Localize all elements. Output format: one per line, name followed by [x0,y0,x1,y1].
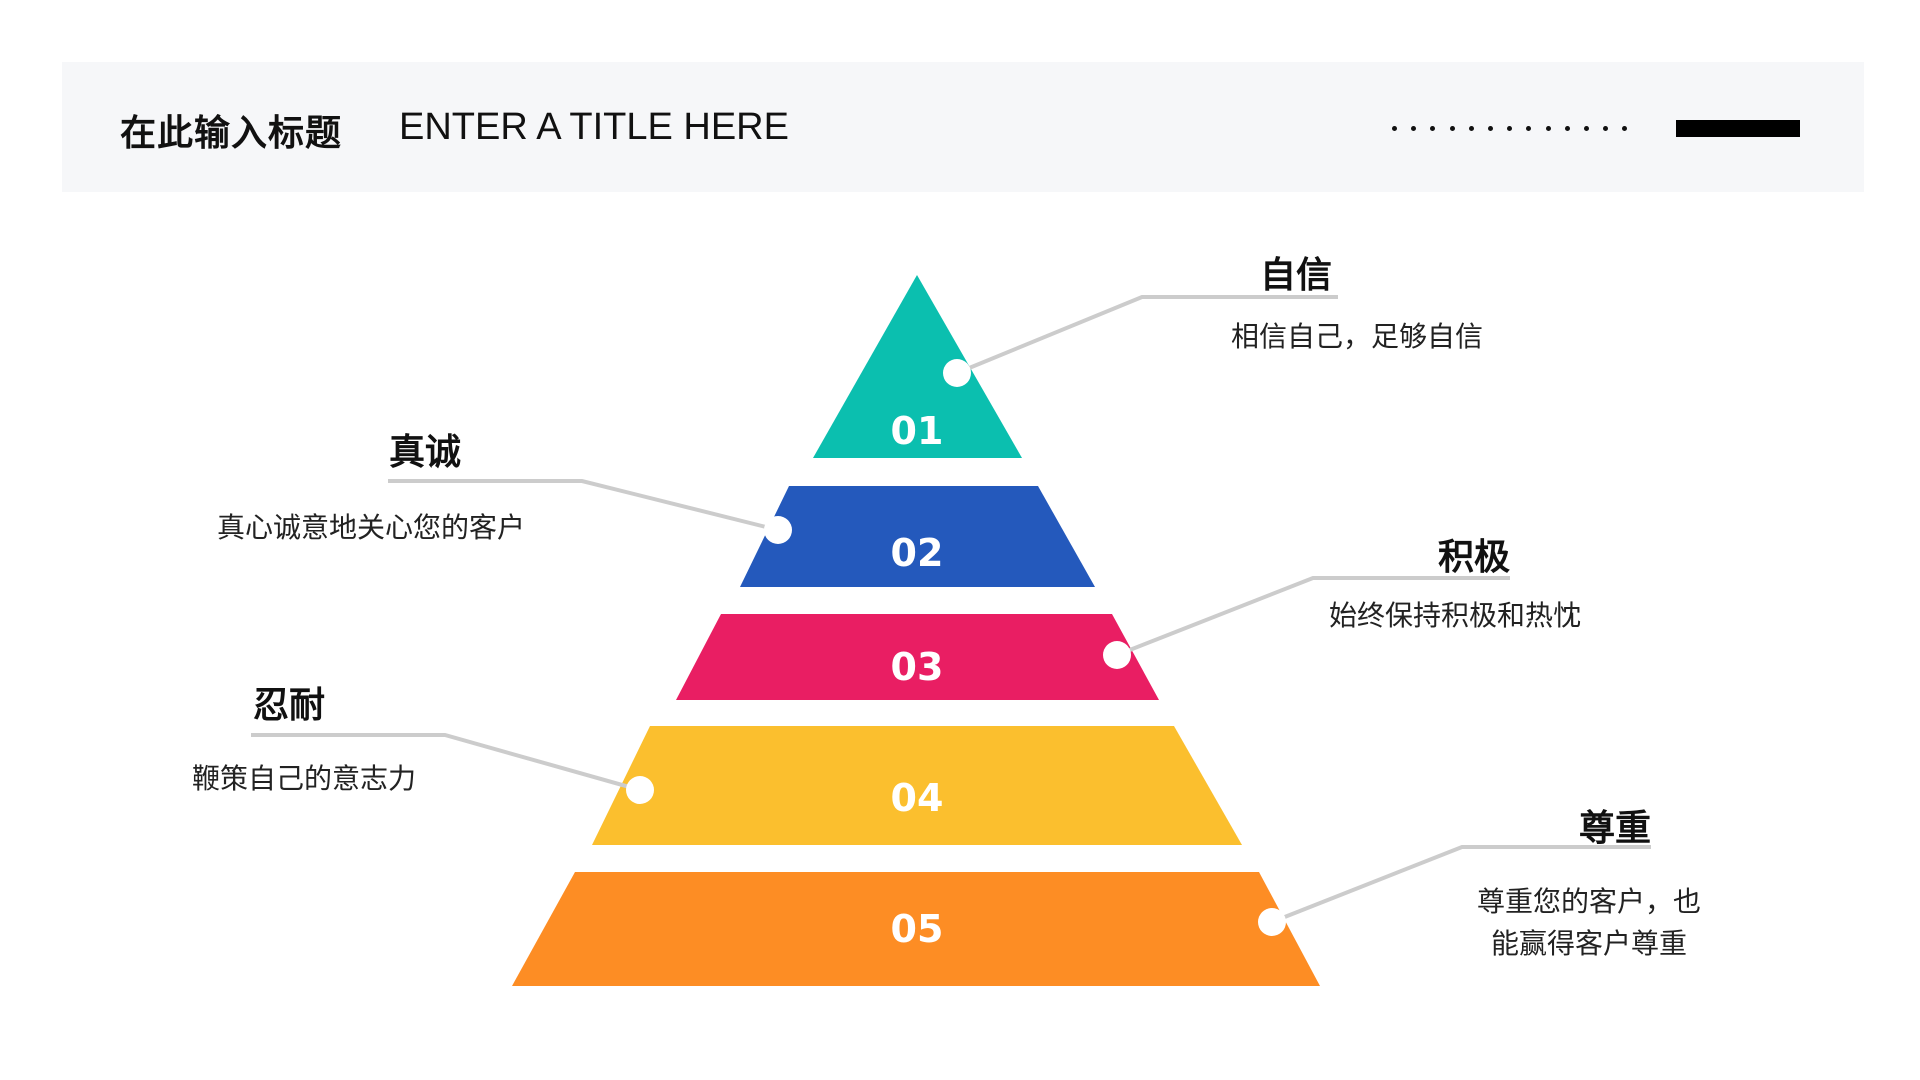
connector-dot-03 [1103,641,1131,669]
connector-dot-02 [764,516,792,544]
level-number-03: 03 [891,645,944,689]
level-desc-01: 相信自己，足够自信 [1231,320,1484,353]
level-desc-04: 鞭策自己的意志力 [192,762,417,795]
pyramid-level-03 [676,614,1159,700]
connector-04 [251,733,641,792]
connector-05 [1271,845,1651,924]
level-title-03: 积极 [1437,537,1510,578]
pyramid-level-01 [813,275,1022,458]
header-bar [62,62,1864,192]
level-number-05: 05 [891,907,944,951]
level-number-01: 01 [891,409,944,453]
connector-01 [956,295,1338,375]
page-title-english: ENTER A TITLE HERE [399,106,789,148]
connector-dots [626,359,1286,936]
level-desc-05-line-2: 能赢得客户尊重 [1490,927,1687,960]
header-accent-bar [1676,120,1800,137]
level-number-04: 04 [891,776,944,820]
connector-lines [251,295,1651,924]
pyramid-level-02 [740,486,1095,587]
connector-dot-04 [626,776,654,804]
connector-03 [1116,576,1510,657]
level-title-01: 自信 [1260,255,1333,296]
level-title-04: 忍耐 [253,685,326,726]
level-desc-02: 真心诚意地关心您的客户 [217,511,526,544]
pyramid-level-05 [512,872,1320,986]
connector-dot-05 [1258,908,1286,936]
dotted-decoration [1392,122,1628,134]
connector-dot-01 [943,359,971,387]
pyramid-level-04 [592,726,1242,845]
level-desc-03: 始终保持积极和热忱 [1329,599,1582,632]
page-title-chinese: 在此输入标题 [120,113,343,154]
level-title-05: 尊重 [1578,808,1651,849]
level-desc-05-line-1: 尊重您的客户，也 [1476,885,1701,918]
level-title-02: 真诚 [389,432,462,473]
connector-02 [388,479,779,532]
level-number-02: 02 [891,531,944,575]
level-desc-05: 尊重您的客户，也 能赢得客户尊重 [1464,881,1714,965]
